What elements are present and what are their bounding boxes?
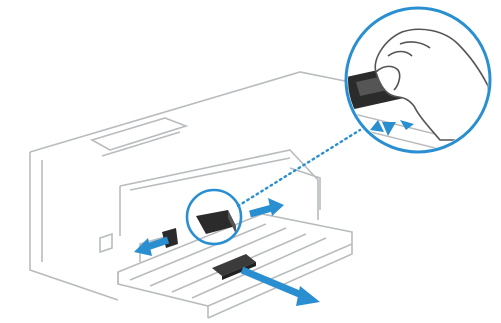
connector-line: [238, 130, 360, 206]
magnifier-circle: [342, 8, 500, 164]
right-arrow: [250, 198, 284, 216]
printer-body: [30, 72, 360, 300]
